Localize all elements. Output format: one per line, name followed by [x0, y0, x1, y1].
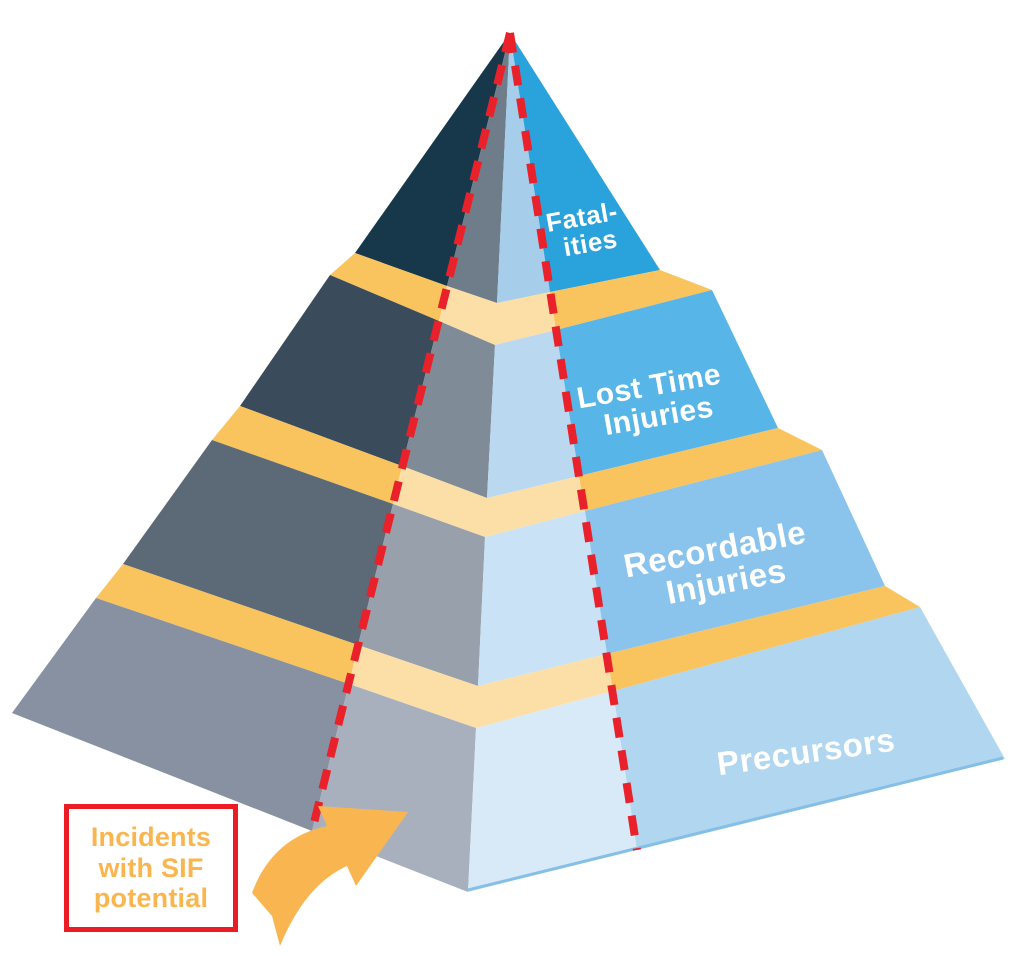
tier2-left-face	[240, 275, 439, 466]
band2-ledge-right	[579, 428, 822, 511]
tier4-left-face	[12, 598, 349, 831]
band3-ledge-left	[96, 564, 358, 684]
tier4-right-face	[613, 607, 1005, 850]
tier4-bottom-edge	[467, 756, 1004, 892]
band1-ledge-right	[550, 270, 712, 330]
tier4-sif-strip-right	[468, 691, 637, 892]
band1-ledge-left	[330, 253, 447, 321]
band3-ledge-right	[607, 586, 920, 691]
tier2-sif-strip-left	[402, 321, 495, 498]
sif-dashed-line-left	[308, 32, 514, 832]
tier1-label: Fatal- ities	[544, 194, 633, 264]
sif-callout-line3: potential	[93, 883, 209, 914]
band3-ledge-center	[349, 645, 613, 728]
tier3-left-face	[123, 440, 393, 645]
sif-dashed-line-right	[506, 32, 641, 851]
tier3-sif-strip-right	[478, 511, 607, 686]
band2-ledge-center	[393, 466, 585, 537]
band2-ledge-left	[212, 406, 402, 504]
tier1-left-face	[355, 33, 510, 286]
tier2-sif-strip-right	[487, 330, 579, 498]
tier3-right-face	[585, 450, 885, 654]
sif-callout-line2: with SIF	[98, 852, 204, 883]
tier1-sif-strip-right	[497, 33, 550, 303]
tier1-right-face	[510, 33, 660, 292]
curved-arrow-icon	[252, 806, 408, 946]
band1-ledge-center	[439, 286, 556, 345]
tier2-right-face	[556, 290, 778, 476]
tier3-sif-strip-left	[358, 504, 485, 686]
sif-callout: Incidents with SIF potential	[64, 804, 238, 932]
sif-callout-line1: Incidents	[90, 822, 212, 853]
